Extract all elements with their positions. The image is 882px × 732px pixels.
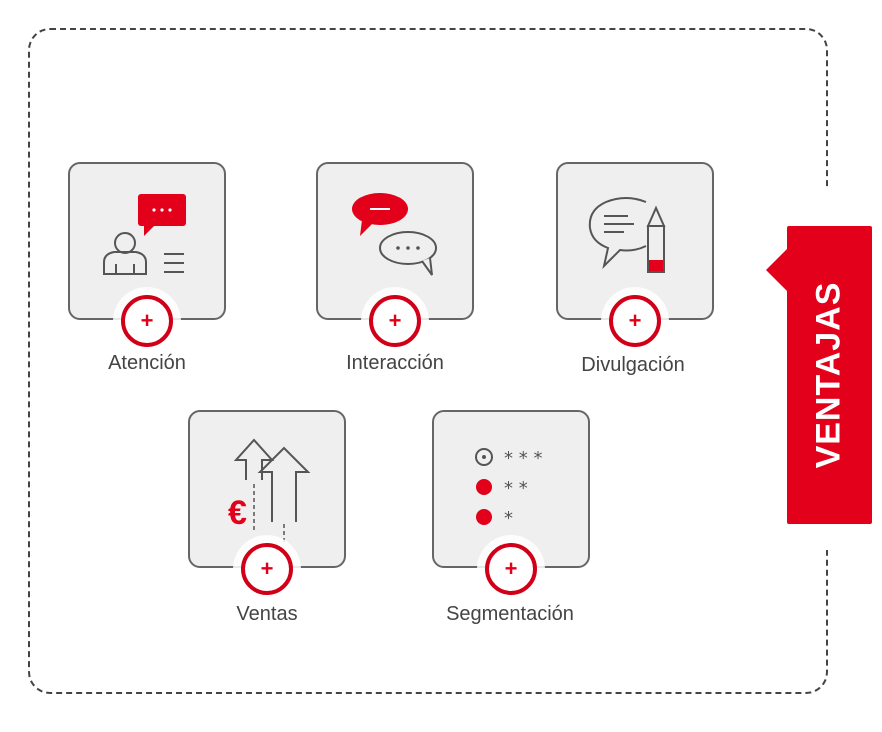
- rating-segments-icon: * * * * * *: [475, 448, 542, 529]
- banner-arrow: [766, 248, 788, 292]
- conversation-bubbles-icon: [352, 193, 437, 276]
- svg-text:€: €: [228, 494, 247, 532]
- label-segmentacion: Segmentación: [446, 603, 574, 625]
- banner-title: VENTAJAS: [809, 281, 848, 469]
- euro-growth-arrows-icon: €: [228, 438, 311, 542]
- person-chat-icon: [103, 194, 186, 275]
- svg-text:*: *: [504, 508, 513, 529]
- expand-interaccion-button[interactable]: +: [369, 295, 421, 347]
- svg-text:* *: * *: [504, 478, 528, 499]
- label-divulgacion: Divulgación: [581, 354, 685, 376]
- card-divulgacion[interactable]: [556, 162, 714, 320]
- svg-text:* * *: * * *: [504, 448, 542, 469]
- expand-segmentacion-button[interactable]: +: [485, 543, 537, 595]
- label-ventas: Ventas: [236, 603, 298, 625]
- card-segmentacion[interactable]: * * * * * *: [432, 410, 590, 568]
- ventajas-banner: [787, 226, 872, 524]
- label-atencion: Atención: [108, 352, 186, 374]
- expand-ventas-button[interactable]: +: [241, 543, 293, 595]
- card-ventas[interactable]: €: [188, 410, 346, 568]
- expand-atencion-button[interactable]: +: [121, 295, 173, 347]
- card-atencion[interactable]: [68, 162, 226, 320]
- card-interaccion[interactable]: [316, 162, 474, 320]
- speech-bubble-pencil-icon: [588, 197, 666, 273]
- label-interaccion: Interacción: [346, 352, 444, 374]
- expand-divulgacion-button[interactable]: +: [609, 295, 661, 347]
